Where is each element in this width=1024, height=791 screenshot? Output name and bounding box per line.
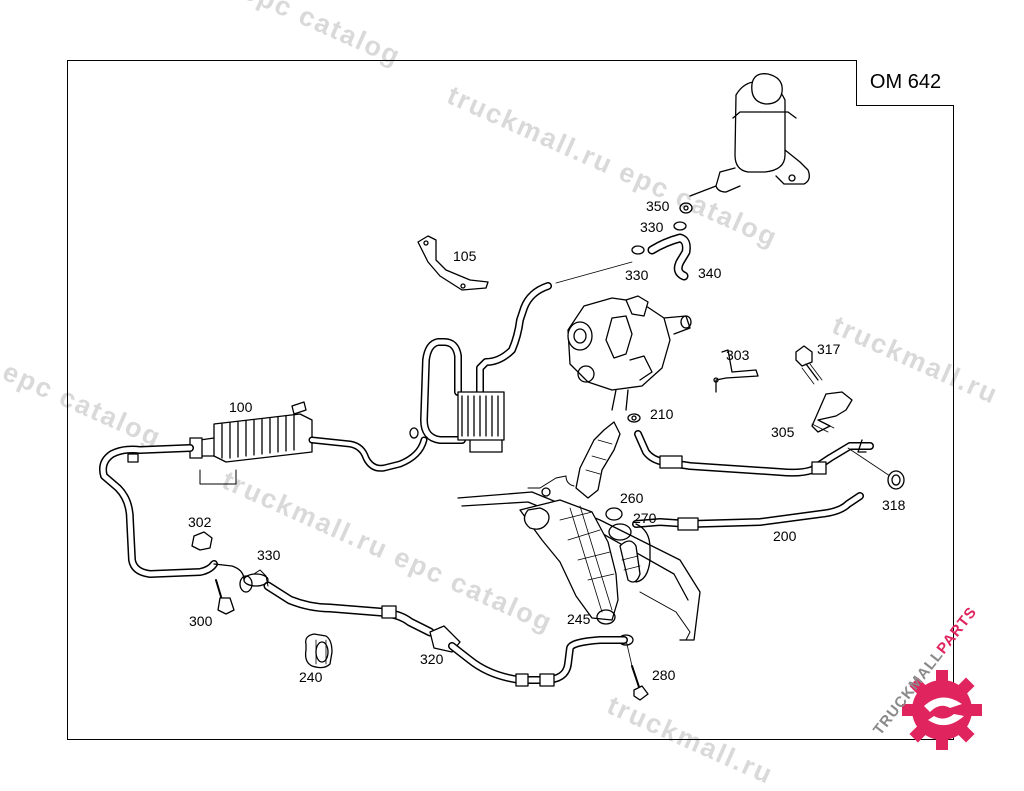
steering-gear bbox=[457, 421, 701, 641]
callout-245[interactable]: 245 bbox=[567, 611, 591, 627]
brand-logo: TRUCKMALLPARTS bbox=[858, 604, 1024, 750]
callout-330[interactable]: 330 bbox=[257, 547, 281, 563]
model-label: OM 642 bbox=[856, 60, 954, 106]
callout-350[interactable]: 350 bbox=[646, 198, 670, 214]
bolt-300 bbox=[215, 579, 235, 615]
callout-318[interactable]: 318 bbox=[882, 497, 906, 513]
fluid-reservoir bbox=[689, 73, 810, 197]
callout-210[interactable]: 210 bbox=[650, 406, 674, 422]
callout-330[interactable]: 330 bbox=[625, 267, 649, 283]
callout-270[interactable]: 270 bbox=[633, 510, 657, 526]
cooler-loop bbox=[409, 338, 505, 453]
callout-340[interactable]: 340 bbox=[698, 265, 722, 281]
nut-302 bbox=[191, 531, 213, 551]
callout-330[interactable]: 330 bbox=[640, 219, 664, 235]
hose-340 bbox=[631, 202, 693, 281]
callout-105[interactable]: 105 bbox=[453, 248, 477, 264]
callout-200[interactable]: 200 bbox=[773, 528, 797, 544]
bolt-280 bbox=[625, 639, 649, 701]
nut-318 bbox=[887, 470, 905, 490]
callout-320[interactable]: 320 bbox=[420, 651, 444, 667]
bracket-305 bbox=[811, 391, 853, 433]
parts-diagram bbox=[99, 73, 905, 701]
callout-317[interactable]: 317 bbox=[817, 341, 841, 357]
mount-240 bbox=[304, 633, 333, 669]
cooler-100 bbox=[189, 401, 313, 463]
bracket-105 bbox=[417, 235, 489, 291]
return-hose bbox=[476, 261, 633, 396]
bolt-317 bbox=[795, 345, 823, 385]
callout-302[interactable]: 302 bbox=[188, 514, 212, 530]
pressure-hose-200 bbox=[632, 430, 891, 583]
callout-100[interactable]: 100 bbox=[229, 399, 253, 415]
power-steering-pump bbox=[567, 295, 692, 423]
callout-240[interactable]: 240 bbox=[299, 669, 323, 685]
callout-300[interactable]: 300 bbox=[189, 613, 213, 629]
suction-line bbox=[239, 569, 628, 687]
diagram-frame bbox=[67, 60, 954, 740]
o-rings bbox=[569, 505, 634, 646]
bracket-303 bbox=[713, 349, 759, 393]
callout-305[interactable]: 305 bbox=[771, 424, 795, 440]
gear-icon bbox=[902, 670, 982, 750]
callout-303[interactable]: 303 bbox=[726, 347, 750, 363]
callout-260[interactable]: 260 bbox=[620, 490, 644, 506]
cooler-line bbox=[99, 436, 428, 581]
callout-280[interactable]: 280 bbox=[652, 667, 676, 683]
